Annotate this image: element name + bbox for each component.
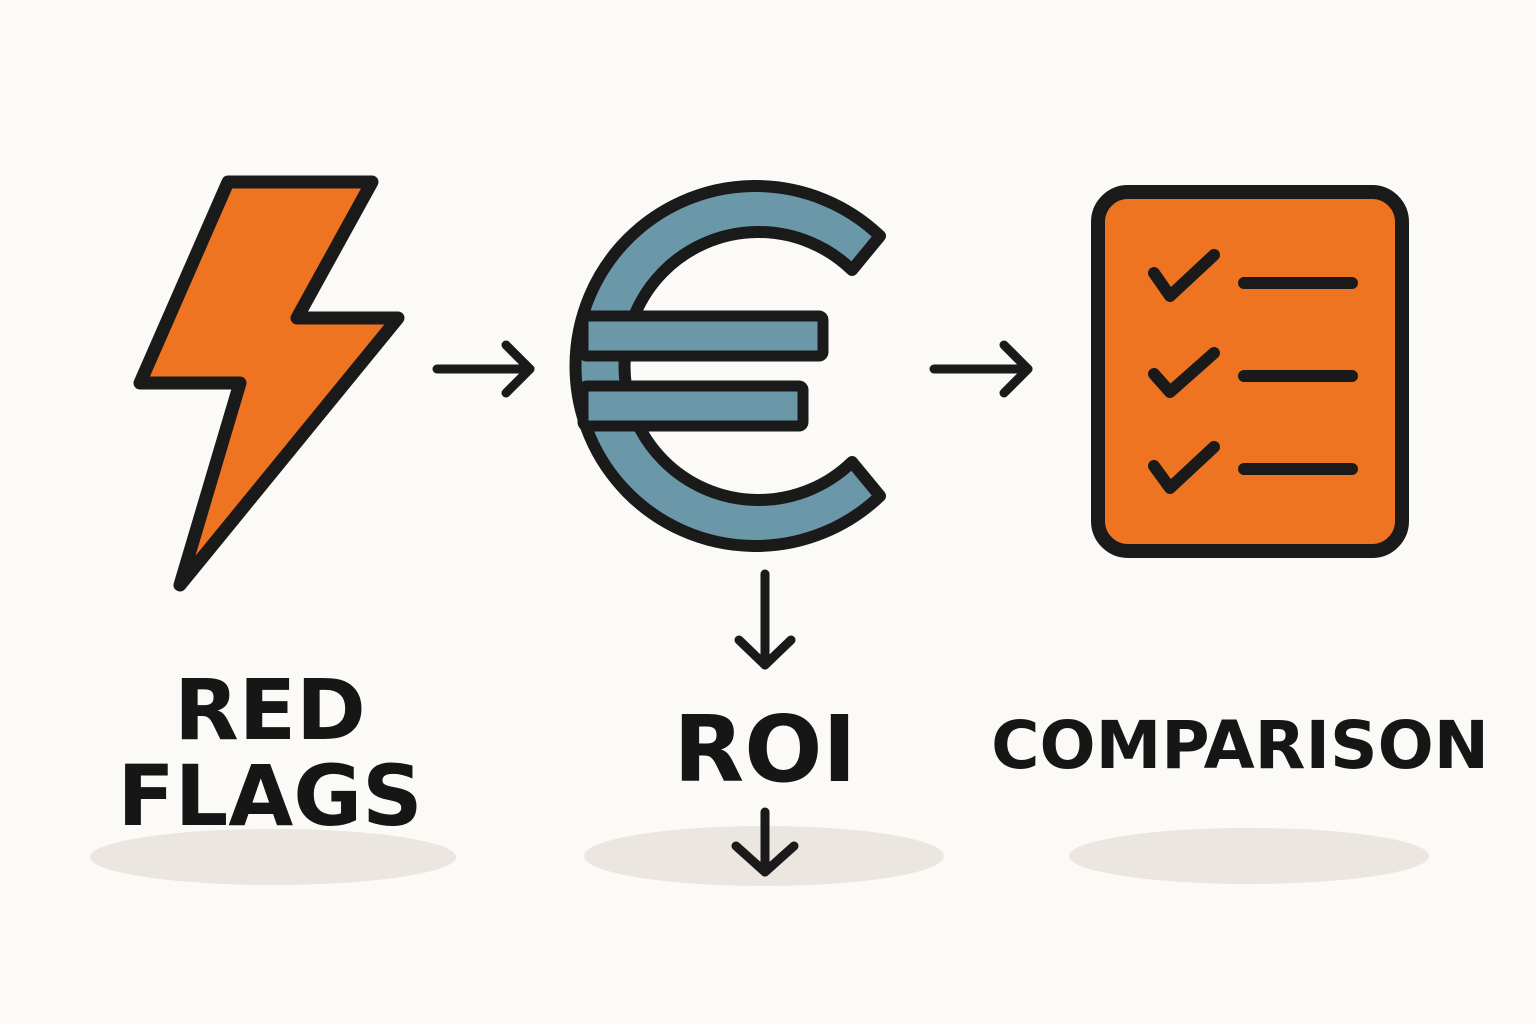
red-flags-label-line1: RED bbox=[174, 661, 366, 759]
arrow-down-icon bbox=[734, 569, 796, 670]
red-flags-shadow bbox=[90, 829, 456, 885]
checkmark-icon bbox=[1148, 441, 1220, 494]
arrow-right-icon bbox=[929, 340, 1033, 398]
checklist-icon bbox=[1091, 185, 1409, 558]
euro-icon bbox=[569, 180, 886, 552]
comparison-label: COMPARISON bbox=[991, 707, 1489, 784]
lightning-bolt-icon bbox=[133, 175, 405, 592]
arrow-down-icon bbox=[731, 807, 799, 877]
red-flags-label: RED FLAGS bbox=[100, 661, 440, 845]
checkmark-icon bbox=[1148, 347, 1220, 398]
red-flags-label-line2: FLAGS bbox=[117, 746, 423, 845]
roi-label: ROI bbox=[673, 696, 857, 803]
comparison-shadow bbox=[1069, 828, 1429, 884]
checkmark-icon bbox=[1148, 249, 1220, 302]
arrow-right-icon bbox=[432, 340, 535, 398]
